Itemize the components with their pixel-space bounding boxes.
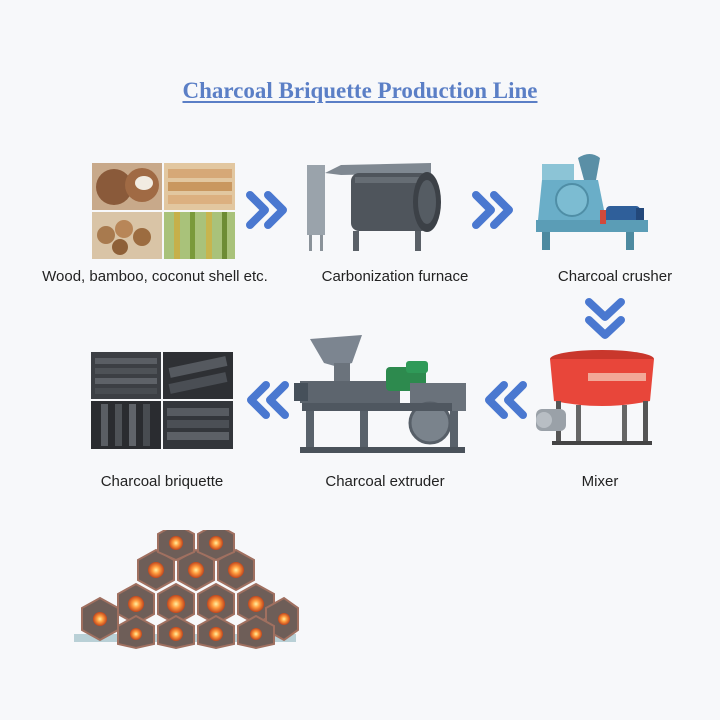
step-label-carbonization-furnace: Carbonization furnace: [321, 268, 469, 285]
charcoal-crusher-image: [536, 154, 648, 250]
charcoal-briquette-image: [91, 352, 233, 449]
step-label-mixer: Mixer: [581, 473, 619, 490]
charcoal-extruder-image: [294, 335, 466, 453]
arrow-right-icon: [246, 191, 287, 229]
step-label-charcoal-crusher: Charcoal crusher: [557, 268, 673, 285]
carbonization-furnace-image: [307, 163, 441, 251]
step-label-charcoal-extruder: Charcoal extruder: [325, 473, 445, 490]
arrow-left-icon: [485, 381, 527, 419]
mixer-image: [536, 350, 654, 445]
burning-briquettes-image: [74, 530, 299, 650]
arrow-down-icon: [585, 298, 625, 339]
raw-materials-image: [92, 163, 235, 259]
step-label-raw-materials: Wood, bamboo, coconut shell etc.: [42, 268, 268, 285]
step-label-charcoal-briquette: Charcoal briquette: [100, 473, 224, 490]
diagram-title: Charcoal Briquette Production Line: [182, 78, 538, 103]
arrow-left-icon: [247, 381, 289, 419]
arrow-right-icon: [472, 191, 513, 229]
